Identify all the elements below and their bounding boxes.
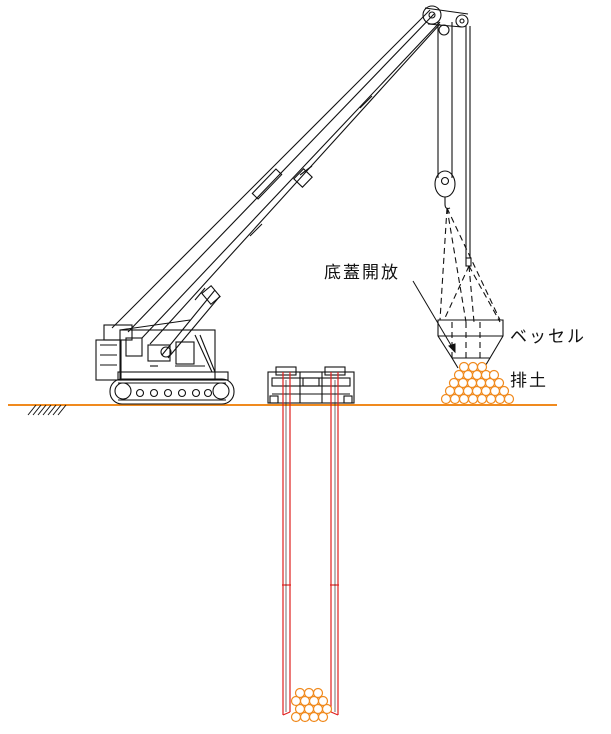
bottom-lid-pointer <box>412 280 456 354</box>
label-soil-discharge: 排土 <box>510 371 548 391</box>
casing-pipe <box>282 372 339 716</box>
casing-pipe-inner <box>285 380 336 712</box>
crawler-crane <box>95 5 472 405</box>
vessel-slings <box>439 207 501 362</box>
hoist-ropes <box>437 22 471 258</box>
boom-head <box>422 5 469 36</box>
label-vessel: ベッセル <box>510 327 586 347</box>
vessel <box>437 207 504 369</box>
crane-body <box>95 324 229 381</box>
hook-block <box>434 170 472 267</box>
crane-boom <box>111 9 441 359</box>
label-bottom-lid-open: 底蓋開放 <box>324 263 400 283</box>
crawler-track <box>109 378 235 405</box>
ground-hatch <box>27 404 67 416</box>
casing-machine <box>267 366 355 404</box>
discharged-soil-pile <box>440 361 515 405</box>
bore-bottom-soil <box>290 687 333 723</box>
